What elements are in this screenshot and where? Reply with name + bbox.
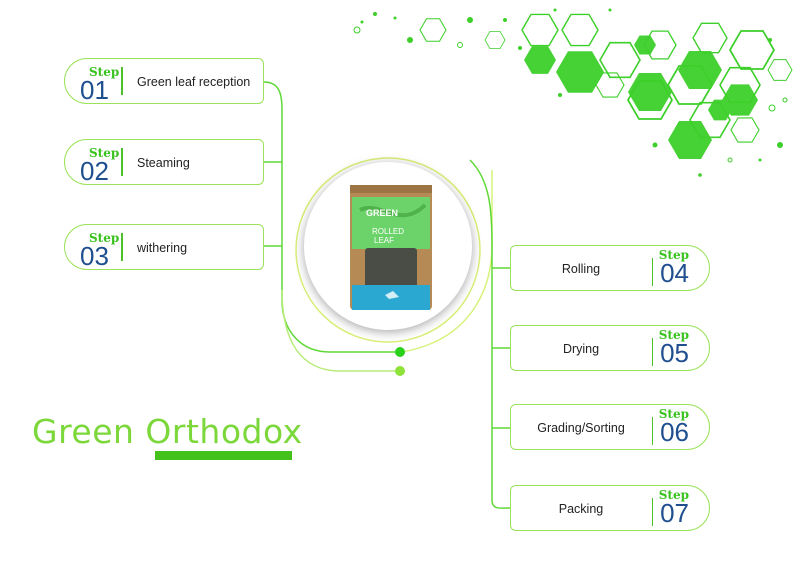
diagram-title: Green Orthodox [32, 412, 303, 451]
step-number: 07 [660, 498, 689, 528]
step-label: Green leaf reception [137, 75, 251, 89]
step-box-01: Step 01 Green leaf reception [64, 58, 264, 104]
step-divider [651, 338, 653, 366]
step-number: 04 [660, 258, 689, 288]
step-number: 02 [80, 156, 109, 186]
step-number: 01 [80, 75, 109, 105]
step-divider [651, 258, 653, 286]
step-box-06: Grading/Sorting Step 06 [510, 404, 710, 450]
step-label: Grading/Sorting [537, 421, 625, 435]
step-box-03: Step 03 withering [64, 224, 264, 270]
step-divider [121, 148, 123, 176]
package-brand-top: GREEN [366, 208, 398, 218]
step-label: Drying [562, 342, 600, 356]
step-box-05: Drying Step 05 [510, 325, 710, 371]
step-word: Step [89, 231, 120, 245]
step-word: Step [89, 146, 120, 160]
step-word: Step [89, 65, 120, 79]
step-divider [121, 67, 123, 95]
step-divider [651, 417, 653, 445]
step-divider [121, 233, 123, 261]
step-number: 05 [660, 338, 689, 368]
step-box-07: Packing Step 07 [510, 485, 710, 531]
step-box-02: Step 02 Steaming [64, 139, 264, 185]
step-box-04: Rolling Step 04 [510, 245, 710, 291]
package-brand-line-2: LEAF [374, 236, 394, 245]
connector-dot [395, 366, 405, 376]
step-label: Steaming [137, 156, 190, 170]
step-word: Step [658, 407, 689, 421]
step-label: Packing [558, 502, 604, 516]
connector-dot [395, 347, 405, 357]
step-word: Step [658, 328, 689, 342]
step-word: Step [658, 248, 689, 262]
step-word: Step [658, 488, 689, 502]
step-divider [651, 498, 653, 526]
title-underline-bar [155, 451, 292, 460]
step-number: 03 [80, 241, 109, 271]
step-number: 06 [660, 417, 689, 447]
step-label: withering [137, 241, 188, 255]
package-brand-line-1: ROLLED [372, 227, 404, 236]
step-label: Rolling [561, 262, 601, 276]
